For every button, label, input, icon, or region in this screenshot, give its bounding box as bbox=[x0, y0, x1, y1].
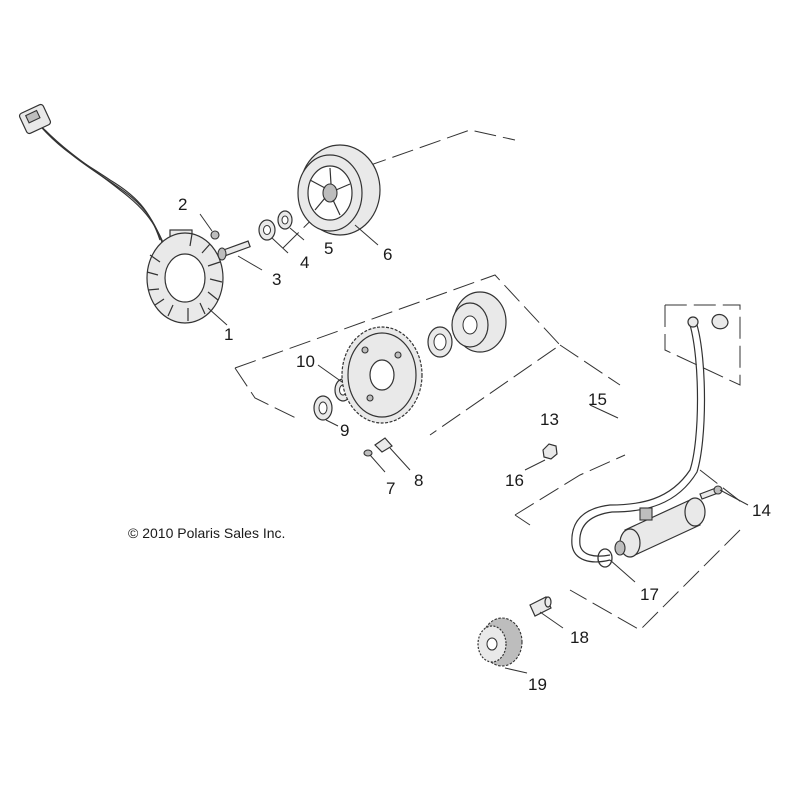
flywheel-6 bbox=[297, 144, 381, 236]
callout-16: 16 bbox=[505, 471, 524, 490]
callout-1: 1 bbox=[224, 325, 233, 344]
nut-4 bbox=[258, 219, 276, 241]
callout-10: 10 bbox=[296, 352, 315, 371]
seal-9 bbox=[313, 395, 333, 421]
stator-assembly bbox=[18, 103, 224, 324]
o-ring-17 bbox=[597, 548, 613, 568]
nut-16 bbox=[542, 443, 558, 460]
starter-ring-gear bbox=[341, 326, 423, 424]
screw-2 bbox=[210, 230, 220, 240]
callout-6: 6 bbox=[383, 245, 392, 264]
copyright-notice: © 2010 Polaris Sales Inc. bbox=[128, 525, 285, 541]
clutch-hub bbox=[451, 291, 507, 353]
starter-drive-gear-19 bbox=[477, 617, 523, 667]
callout-18: 18 bbox=[570, 628, 589, 647]
callout-8: 8 bbox=[414, 471, 423, 490]
callout-9: 9 bbox=[340, 421, 349, 440]
callout-19: 19 bbox=[528, 675, 547, 694]
starter-motor bbox=[614, 497, 706, 558]
screw-7 bbox=[363, 449, 373, 457]
leader-lines bbox=[199, 213, 749, 674]
shaft-18 bbox=[529, 596, 552, 617]
callout-4: 4 bbox=[300, 253, 309, 272]
callout-14: 14 bbox=[752, 501, 771, 520]
bolt-14 bbox=[699, 485, 723, 500]
callouts: 1 2 3 4 5 6 7 8 9 10 13 14 15 16 17 18 1… bbox=[178, 195, 771, 694]
callout-13: 13 bbox=[540, 410, 559, 429]
callout-15: 15 bbox=[588, 390, 607, 409]
callout-5: 5 bbox=[324, 239, 333, 258]
callout-7: 7 bbox=[386, 479, 395, 498]
clip-8 bbox=[374, 437, 393, 453]
callout-2: 2 bbox=[178, 195, 187, 214]
washer-5 bbox=[277, 210, 293, 230]
callout-3: 3 bbox=[272, 270, 281, 289]
callout-17: 17 bbox=[640, 585, 659, 604]
clutch-bearing bbox=[427, 326, 453, 358]
starter-cable-15 bbox=[571, 313, 729, 563]
bolt-3 bbox=[217, 240, 251, 261]
